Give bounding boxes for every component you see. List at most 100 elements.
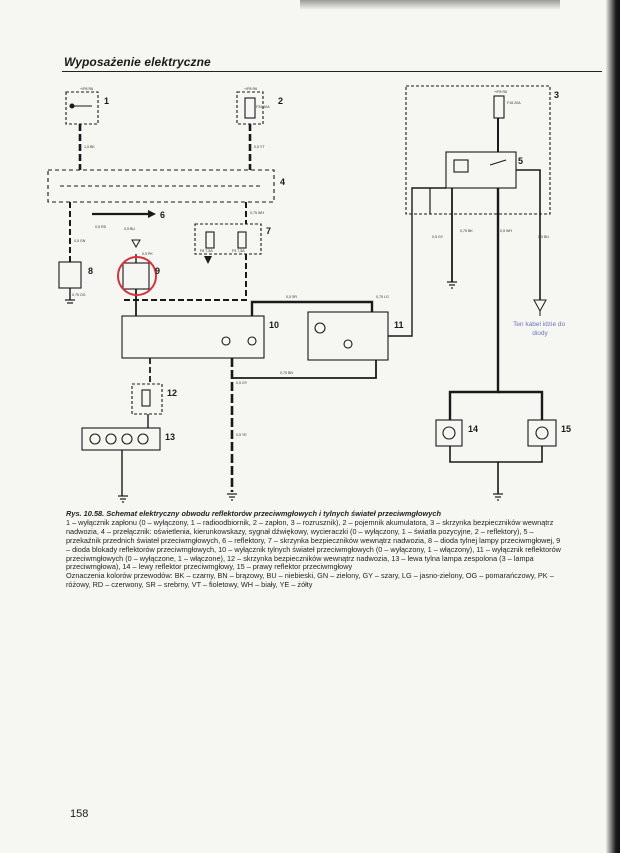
- wire-label: +/P8 R6: [494, 90, 507, 94]
- label-13: 13: [165, 432, 175, 442]
- caption-body: 1 – wyłącznik zapłonu (0 – wyłączony, 1 …: [66, 517, 561, 572]
- wire-label: +/P8 R6: [244, 87, 257, 91]
- wire-label: 0,5 RD: [95, 225, 107, 229]
- wire-10-to-11: [250, 300, 374, 316]
- wire-label: 0,5 GY: [432, 235, 444, 239]
- wire-label: 0,5 YE: [236, 433, 247, 437]
- fog-lamp-15-bulb: [535, 426, 549, 440]
- wire-relay-to-15: [498, 390, 544, 420]
- page-number: 158: [70, 808, 89, 820]
- wire-11-to-relay: [388, 187, 446, 337]
- rear-lamp-13-bulb-1: [89, 433, 101, 445]
- fuse-box-7: [194, 223, 262, 255]
- label-8: 8: [88, 266, 93, 276]
- wire-label: +/P8 R6: [80, 87, 93, 91]
- fuse-box-3-fuse: [493, 95, 505, 119]
- wire-label: 1,5 BK: [84, 145, 95, 149]
- wire-label: 0,5 GN: [74, 239, 86, 243]
- switch-11: [307, 311, 389, 361]
- wire-14-ground: [449, 446, 499, 494]
- annotation-note: Ten kabel idzie do diody: [513, 321, 567, 337]
- wire-label: 0,5 SR: [286, 295, 297, 299]
- switch-10-lamp-b: [247, 336, 257, 346]
- scan-smudge: [300, 0, 560, 10]
- fuse-box-12: [131, 383, 163, 415]
- page-edge-shadow: [606, 0, 620, 853]
- switch-11-indicator: [343, 339, 353, 349]
- arrow-supply-9: [131, 239, 141, 249]
- wire-relay-to-14: [448, 188, 500, 420]
- switch-4-box: [47, 169, 275, 203]
- wire-relay-to-diode: [516, 169, 541, 300]
- wire-label: 0,5 YT: [254, 145, 265, 149]
- wire-label: 0,75 BK: [460, 229, 473, 233]
- wire-label: 0,75 WH: [250, 211, 264, 215]
- wire-label: 0,75 BN: [280, 371, 293, 375]
- fog-lamp-14-bulb: [442, 426, 456, 440]
- label-5: 5: [518, 156, 523, 166]
- wires: [69, 118, 544, 496]
- relay-5-contact: [489, 159, 507, 166]
- ground-symbol: [493, 493, 503, 501]
- wire-label: 0,5 GY: [236, 381, 248, 385]
- label-10: 10: [269, 320, 279, 330]
- section-title: Wyposażenie elektryczne: [64, 55, 211, 69]
- label-14: 14: [468, 424, 478, 434]
- fog-lamp-14: [435, 419, 463, 447]
- rear-lamp-13: [81, 427, 161, 451]
- diode-9: [122, 262, 150, 290]
- label-6: 6: [160, 210, 165, 220]
- label-2: 2: [278, 96, 283, 106]
- diode-8: [58, 261, 82, 289]
- caption-colors: Oznaczenia kolorów przewodów: BK – czarn…: [66, 571, 554, 590]
- title-rule: [62, 71, 602, 72]
- wire-label: 0,75 OG: [72, 293, 86, 297]
- label-4: 4: [280, 177, 285, 187]
- ground-symbol: [447, 281, 457, 289]
- ignition-terminal: [69, 103, 75, 109]
- wire-7-to-10: [122, 254, 247, 301]
- relay-5: [445, 151, 517, 189]
- wire-11-return: [232, 360, 377, 379]
- caption-heading: Rys. 10.58. Schemat elektryczny obwodu r…: [66, 509, 441, 518]
- fog-lamp-15: [527, 419, 557, 447]
- label-3: 3: [554, 90, 559, 100]
- label-15: 15: [561, 424, 571, 434]
- fuse-box-7-fuse-b: [237, 231, 247, 249]
- wire-label: 0,5 BU: [124, 227, 135, 231]
- fuse-box-3: [405, 85, 551, 215]
- arrow-to-diode: [533, 299, 547, 313]
- wiring-diagram: 1 2 3 4 5 6 7 8 9 10 11 12 13 14 15 +/P8…: [47, 85, 571, 503]
- label-7: 7: [266, 226, 271, 236]
- label-11: 11: [394, 320, 404, 330]
- label-1: 1: [104, 96, 109, 106]
- wire-label: F30 10A: [256, 105, 270, 109]
- arrow-fuse7-out: [204, 256, 212, 264]
- rear-lamp-13-bulb-2: [105, 433, 117, 445]
- switch-11-lamp: [314, 322, 326, 334]
- battery-fuse: [244, 97, 256, 119]
- wire-label: F9 7,5A: [232, 249, 245, 253]
- wire-15-ground: [498, 446, 543, 463]
- ground-symbol: [227, 493, 237, 501]
- rear-lamp-13-bulb-4: [137, 433, 149, 445]
- wire-label: 0,5 WH: [500, 229, 512, 233]
- ignition-switch-box: [65, 91, 99, 125]
- wire-label: F8 7,5A: [200, 249, 213, 253]
- switch-10: [121, 315, 265, 359]
- switch-10-lamp-a: [221, 336, 231, 346]
- wire-label: 0,5 BU: [538, 235, 549, 239]
- fuse-box-7-fuse-a: [205, 231, 215, 249]
- highlight-circle: [117, 256, 157, 296]
- figure-caption: Rys. 10.58. Schemat elektryczny obwodu r…: [66, 509, 564, 590]
- ground-symbol: [65, 299, 75, 304]
- wire-label: F16 20A: [507, 101, 521, 105]
- arrow-to-headlights: [148, 210, 156, 218]
- wire-label: 0,75 LG: [376, 295, 389, 299]
- ground-symbol: [118, 495, 128, 503]
- rear-lamp-13-bulb-3: [121, 433, 133, 445]
- label-9: 9: [155, 266, 160, 276]
- wire-label: 0,5 PK: [142, 252, 153, 256]
- label-12: 12: [167, 388, 177, 398]
- relay-5-coil: [453, 159, 469, 173]
